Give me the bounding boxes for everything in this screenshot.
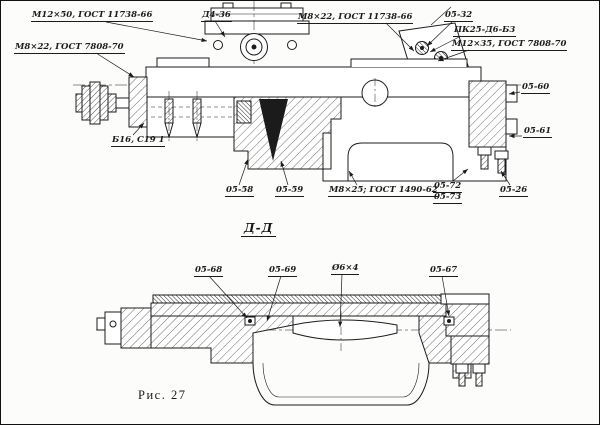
- callout-05-58: 05-58: [225, 185, 255, 197]
- section-label-dd: Д-Д: [241, 221, 277, 237]
- figure-caption: Рис. 27: [138, 388, 187, 402]
- callout-05-26: 05-26: [499, 185, 529, 197]
- callout-05-73: 05-73: [433, 192, 463, 204]
- callout-m8x22-gost7808: М8×22, ГОСТ 7808-70: [14, 42, 125, 54]
- section-view: [96, 293, 511, 406]
- callout-m8x22-gost11738: М8×22, ГОСТ 11738-66: [297, 12, 414, 24]
- callout-m8x25-gost1490: М8×25; ГОСТ 1490-62: [328, 185, 439, 197]
- callout-05-59: 05-59: [275, 185, 305, 197]
- callout-m12x50-gost11738: М12×50, ГОСТ 11738-66: [31, 10, 154, 22]
- callout-dia6x4: Ø6×4: [331, 263, 360, 275]
- callout-05-61: 05-61: [523, 126, 553, 138]
- leader-lines: [95, 20, 522, 328]
- callout-pk25-d6-b3: ПК25-Д6-Б3: [453, 25, 517, 37]
- callout-05-68: 05-68: [194, 265, 224, 277]
- callout-m12x35-gost7808: М12×35, ГОСТ 7808-70: [451, 39, 568, 51]
- main-assembly-view: [73, 1, 521, 182]
- callout-05-32: 05-32: [444, 10, 474, 22]
- callout-b16-s19: Б16, С19 1: [111, 135, 166, 147]
- callout-d4-36: Д4-36: [201, 10, 232, 22]
- callout-05-60: 05-60: [521, 82, 551, 94]
- callout-05-69: 05-69: [268, 265, 298, 277]
- callout-05-67: 05-67: [429, 265, 459, 277]
- callout-05-72: 05-72: [433, 181, 463, 193]
